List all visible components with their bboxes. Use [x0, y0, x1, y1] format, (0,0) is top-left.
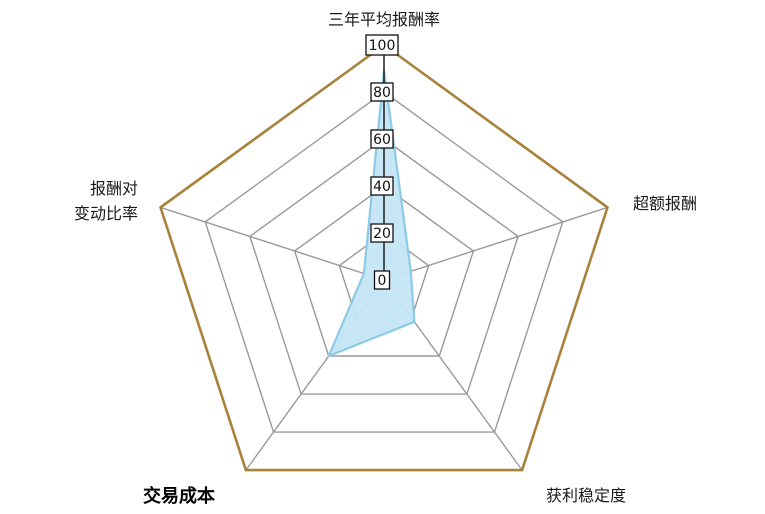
axis-label-profit-stability: 获利稳定度: [546, 486, 627, 505]
radial-tick: 40: [370, 176, 394, 196]
grid-ring: [249, 138, 519, 395]
axis-spoke: [160, 206, 385, 281]
axis-spoke: [383, 206, 608, 281]
data-series-area: [327, 69, 416, 358]
grid-ring: [293, 185, 475, 357]
axis-label-line: 报酬对: [89, 179, 138, 198]
radial-tick: 20: [370, 223, 394, 243]
tick-label: 20: [373, 226, 391, 242]
tick-label: 100: [369, 38, 396, 54]
tick-label: 40: [373, 179, 391, 195]
tick-box: [373, 270, 391, 290]
tick-label: 0: [378, 273, 387, 289]
axis-label-excess-return: 超额报酬: [633, 194, 698, 213]
tick-label: 60: [373, 132, 391, 148]
axis-label-transaction-cost: 交易成本: [143, 486, 215, 507]
outer-ring-polygon: [158, 43, 610, 472]
data-polygon: [327, 69, 416, 358]
tick-box: [370, 223, 394, 243]
radial-tick: 60: [370, 129, 394, 149]
radial-tick: 0: [373, 270, 391, 290]
axis-label-line: 变动比率: [73, 204, 138, 223]
radial-tick-labels: 0 20 40 60 80 100: [365, 34, 399, 290]
grid-ring: [204, 91, 564, 433]
axis-label-three-year-return: 三年平均报酬率: [327, 10, 440, 29]
axis-label-return-volatility-ratio: 报酬对 变动比率: [40, 176, 138, 226]
tick-label: 80: [373, 85, 391, 101]
outer-ring: [158, 43, 610, 472]
radial-tick: 80: [370, 82, 394, 102]
tick-box: [370, 176, 394, 196]
radial-tick: 100: [365, 34, 399, 56]
tick-box: [365, 34, 399, 56]
tick-box: [370, 129, 394, 149]
tick-box: [370, 82, 394, 102]
